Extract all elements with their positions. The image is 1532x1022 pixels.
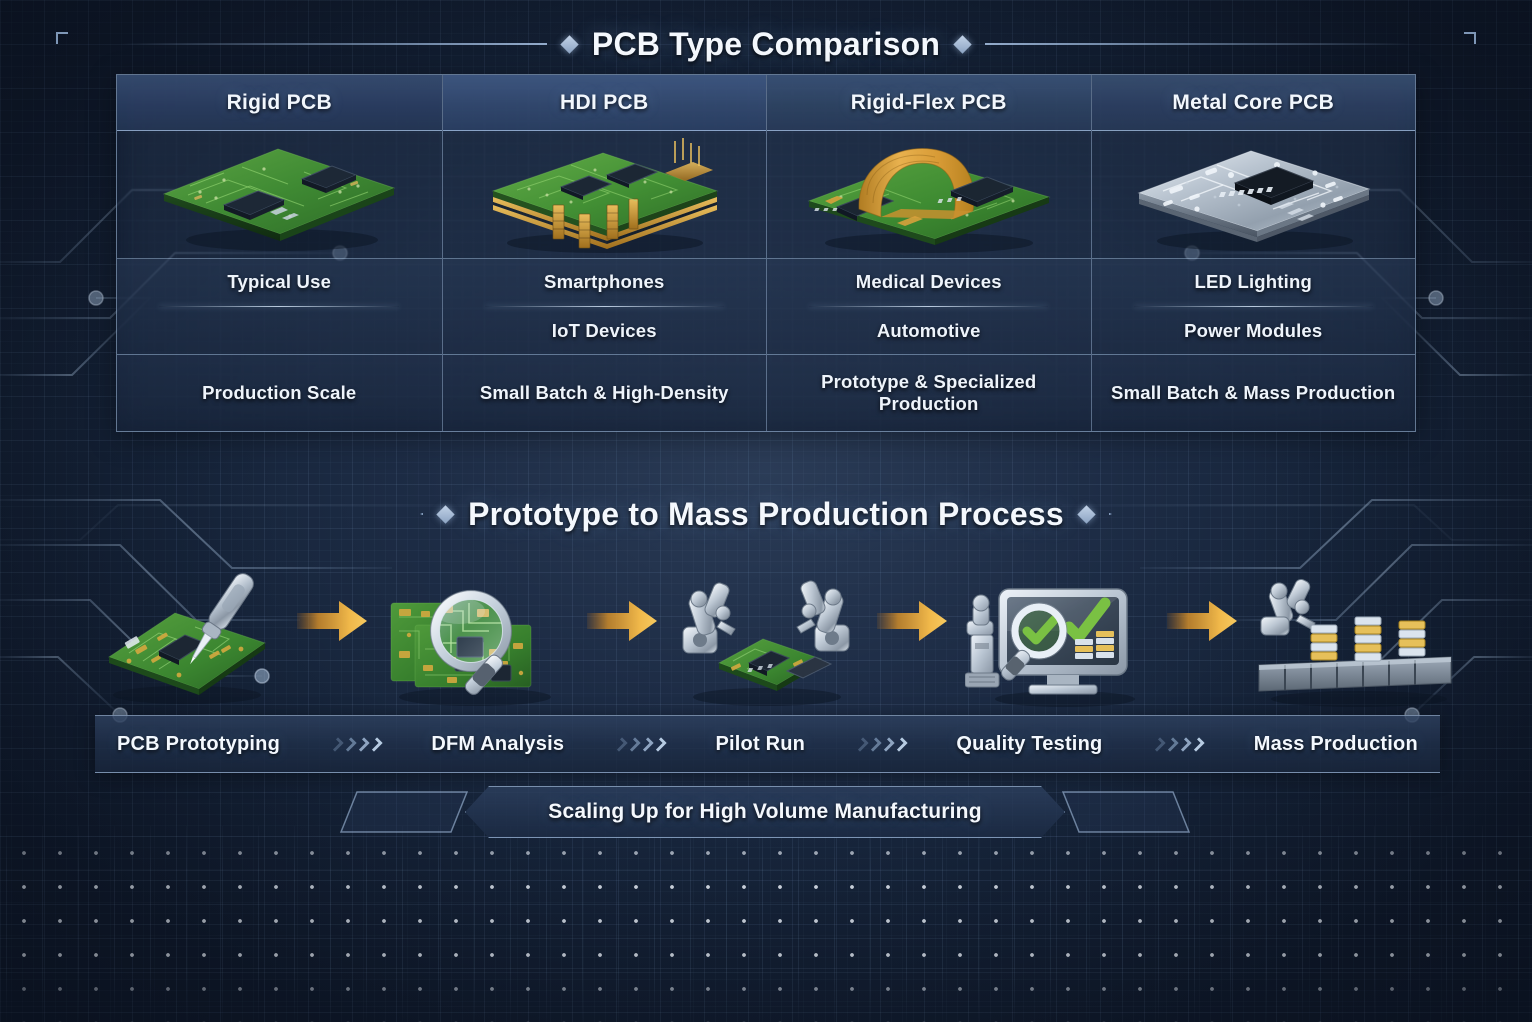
process-step-labels-bar: PCB Prototyping DFM Analysis Pilot Run Q… — [95, 715, 1440, 773]
process-arrow-1 — [295, 591, 370, 651]
step-illustration-pilot-run — [675, 565, 860, 710]
page-title: PCB Type Comparison — [591, 25, 941, 62]
diamond-icon — [560, 34, 579, 54]
title-rule-left — [420, 513, 424, 515]
arrow-right-icon — [1167, 601, 1237, 641]
production-scale-value: Prototype & Specialized Production — [821, 371, 1037, 414]
cell-production-scale-rigid-flex: Prototype & Specialized Production — [767, 355, 1091, 431]
pcb-with-magnifier-icon — [390, 589, 551, 706]
banner-plate — [465, 786, 1065, 838]
table-column-metal-core-pcb: Metal Core PCB — [1090, 75, 1415, 431]
banner-wing-left-icon — [339, 791, 469, 833]
cell-typical-use-metal-core: LED Lighting Power Modules — [1091, 259, 1415, 355]
use-item: Medical Devices — [855, 271, 1002, 293]
use-item: Automotive — [876, 319, 981, 341]
comparison-section-title: PCB Type Comparison — [0, 22, 1532, 66]
column-header-rigid-flex-pcb: Rigid-Flex PCB — [767, 75, 1091, 131]
process-illustrations-band — [0, 560, 1532, 730]
step-label-quality-testing: Quality Testing — [956, 732, 1103, 755]
rigid-flex-pcb-illustration — [807, 147, 1051, 253]
process-section-title: Prototype to Mass Production Process — [0, 492, 1532, 536]
process-title: Prototype to Mass Production Process — [468, 495, 1064, 532]
title-rule-right — [1108, 513, 1113, 515]
production-scale-value: Small Batch & Mass Production — [1111, 382, 1396, 403]
cell-image-rigid-pcb — [117, 131, 442, 259]
step-label-pilot-run: Pilot Run — [715, 732, 806, 755]
column-header-metal-core-pcb: Metal Core PCB — [1091, 75, 1415, 131]
process-arrow-4 — [1165, 591, 1240, 651]
pcb-comparison-table: Rigid PCB — [116, 74, 1416, 432]
top-frame-brackets — [56, 32, 1476, 58]
double-chevron-right-icon — [856, 736, 906, 753]
cell-typical-use-label: Typical Use — [117, 259, 442, 355]
cell-production-scale-metal-core: Small Batch & Mass Production — [1091, 355, 1415, 431]
cell-divider — [1133, 305, 1373, 308]
metal-core-pcb-illustration — [1137, 149, 1371, 251]
step-illustration-quality-testing — [964, 565, 1150, 710]
double-chevron-right-icon — [331, 736, 381, 753]
cell-image-hdi-pcb — [442, 131, 766, 259]
diamond-icon — [1077, 504, 1096, 524]
cell-divider — [809, 305, 1049, 308]
table-column-rigid-flex-pcb: Rigid-Flex PCB — [766, 75, 1091, 431]
diamond-icon — [436, 504, 455, 524]
diamond-icon — [953, 34, 972, 54]
step-label-pcb-prototyping: PCB Prototyping — [117, 732, 280, 755]
cell-typical-use-hdi: Smartphones IoT Devices — [442, 259, 766, 355]
process-arrow-3 — [875, 591, 950, 651]
step-illustration-mass-production — [1255, 565, 1452, 710]
conveyor-robot-stacks-icon — [1258, 578, 1452, 707]
step-label-mass-production: Mass Production — [1253, 732, 1418, 755]
footer-banner: Scaling Up for High Volume Manufacturing — [339, 786, 1191, 838]
cell-production-scale-hdi: Small Batch & High-Density — [442, 355, 766, 431]
robot-arms-assembly-icon — [682, 580, 850, 706]
table-column-hdi-pcb: HDI PCB — [441, 75, 766, 431]
use-item: Power Modules — [1184, 319, 1323, 341]
double-chevron-right-icon — [1153, 736, 1203, 753]
cell-divider — [484, 305, 724, 308]
step-illustration-pcb-prototyping — [95, 565, 280, 710]
monitor-checkmark-inspection-icon — [964, 588, 1135, 707]
arrow-right-icon — [297, 601, 367, 641]
use-item: LED Lighting — [1194, 271, 1312, 293]
column-header-label: Metal Core PCB — [1172, 90, 1335, 114]
banner-wing-right-icon — [1061, 791, 1191, 833]
column-header-hdi-pcb: HDI PCB — [442, 75, 766, 131]
column-header-rigid-pcb: Rigid PCB — [117, 75, 442, 131]
title-rule-left — [120, 43, 547, 45]
production-scale-value: Small Batch & High-Density — [479, 382, 729, 403]
use-item: IoT Devices — [551, 319, 657, 341]
row-label-typical-use: Typical Use — [227, 271, 332, 293]
cell-image-metal-core-pcb — [1091, 131, 1415, 259]
cell-production-scale-label: Production Scale — [117, 355, 442, 431]
double-chevron-right-icon — [615, 736, 665, 753]
cell-divider — [159, 305, 400, 308]
arrow-right-icon — [877, 601, 947, 641]
footer-banner-text: Scaling Up for High Volume Manufacturing — [548, 800, 982, 823]
hdi-multilayer-pcb-illustration — [491, 137, 719, 253]
step-label-dfm-analysis: DFM Analysis — [431, 732, 565, 755]
arrow-right-icon — [587, 601, 657, 641]
title-rule-right — [985, 43, 1412, 45]
column-header-label: HDI PCB — [560, 90, 649, 114]
step-illustration-dfm-analysis — [385, 565, 570, 710]
cell-typical-use-rigid-flex: Medical Devices Automotive — [767, 259, 1091, 355]
table-column-rigid-pcb: Rigid PCB — [117, 75, 442, 431]
cell-image-rigid-flex-pcb — [767, 131, 1091, 259]
pcb-with-soldering-probe-icon — [107, 573, 267, 704]
process-arrow-2 — [585, 591, 660, 651]
column-header-label: Rigid-Flex PCB — [850, 90, 1007, 114]
rigid-pcb-illustration — [162, 147, 396, 251]
row-label-production-scale: Production Scale — [202, 382, 357, 403]
use-item: Smartphones — [544, 271, 665, 293]
column-header-label: Rigid PCB — [226, 90, 332, 114]
